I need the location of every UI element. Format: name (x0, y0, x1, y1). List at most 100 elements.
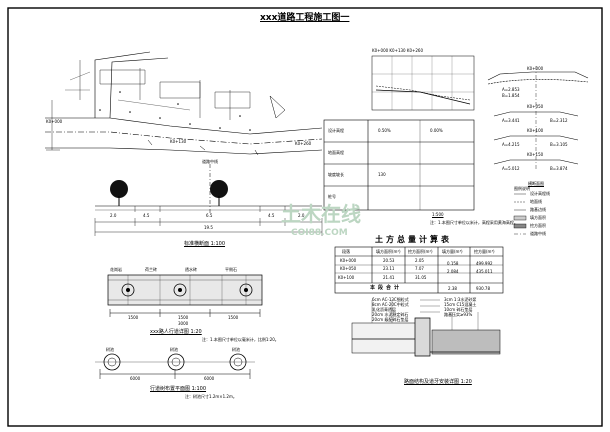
earthwork-total: 2.38 (448, 286, 457, 291)
pavement-detail-scale: 1:20 (460, 379, 472, 385)
tree-icon (110, 180, 128, 206)
cs-a: A=3.441 (502, 118, 520, 123)
cs-b: B=3.105 (550, 142, 568, 147)
pavement-layer: 8cm AC-20C中粒式 (372, 302, 409, 307)
tree-circle-icon (103, 353, 121, 371)
sheet-border (7, 7, 603, 427)
earthwork-table-grid (334, 246, 504, 294)
earthwork-cell: 7.07 (415, 266, 424, 271)
paving-label: 透水砖 (185, 267, 197, 272)
pavement-layer: 路基压实≥93% (444, 312, 473, 317)
profile-table (323, 119, 475, 211)
section-dim: 4.5 (268, 213, 275, 218)
section-dim: 2.0 (110, 213, 117, 218)
tree-pool-scale: 1:100 (191, 386, 207, 392)
tree-pool-icon (239, 283, 253, 297)
earthwork-total-label: 本段合计 (370, 285, 403, 291)
sidewalk-paving-name: xxx路人行道详图 (150, 329, 189, 335)
earthwork-header: 段落 (342, 249, 350, 254)
sidewalk-note: 注：1.本图尺寸单位以毫米计，比例1:20。 (202, 337, 279, 342)
profile-header: K0+000 K0+130 K0+260 (372, 48, 424, 53)
sidewalk-paving-scale: 1:20 (190, 329, 202, 335)
section-dim: 4.5 (143, 213, 150, 218)
paving-dim: 1500 (178, 315, 189, 320)
earthwork-cell: 2.084 (447, 269, 459, 274)
tree-dim: 6000 (130, 376, 141, 381)
earthwork-header: 填方量(m³) (442, 249, 463, 254)
cross-section-sketches (487, 66, 589, 170)
profile-note: 注：1.本图尺寸单位以米计，高程采用黄海高程。 (430, 220, 518, 225)
earthwork-cell: 21.41 (383, 275, 395, 280)
paving-label: 花岗岩 (110, 267, 122, 272)
std-section-name: 标准横断面 (184, 241, 210, 247)
sidewalk-paving-detail (107, 274, 263, 317)
profile-value: 0.50% (378, 128, 391, 133)
tree-circle-icon (229, 353, 247, 371)
profile-value: 130 (378, 172, 386, 177)
section-dim: 6.5 (206, 213, 213, 218)
cs-station: K0+100 (527, 128, 544, 133)
paving-label: 荷兰砖 (145, 267, 157, 272)
plan-dots (99, 91, 251, 131)
earthwork-header: 挖方面积(m²) (408, 249, 433, 254)
pavement-layer: 3cm 1:3水泥砂浆 (444, 297, 477, 302)
cs-b: B=3.874 (550, 166, 568, 171)
earthwork-header: 填方面积(m²) (376, 249, 401, 254)
earthwork-cell: 435.011 (476, 269, 493, 274)
earthwork-header: 挖方量(m³) (474, 249, 495, 254)
earthwork-cell: 20.53 (383, 258, 395, 263)
tree-circle-icon (167, 353, 185, 371)
page-title: xxx道路工程施工图一 (260, 13, 350, 23)
cs-station: K0+050 (527, 104, 544, 109)
tree-label: 树池 (170, 347, 178, 352)
tree-icon (210, 180, 228, 206)
cs-title: 横断面图 (528, 181, 544, 186)
tree-pool-name: 行道树布置平面图 (150, 386, 191, 392)
earthwork-title: 土方总量计算表 (375, 235, 452, 244)
watermark-logo: 土木在线 (281, 202, 361, 226)
cross-section-legend (513, 193, 527, 235)
section-total: 19.5 (204, 225, 213, 230)
earthwork-total: 930.78 (476, 286, 490, 291)
pavement-layer: 20cm 水泥稳定碎石 (372, 312, 409, 317)
pavement-layer: 15cm C15混凝土 (444, 302, 477, 307)
paving-dim: 1500 (128, 315, 139, 320)
pavement-layer: 乳化沥青透层 (372, 307, 396, 312)
cs-station: K0+000 (527, 66, 544, 71)
earthwork-cell: K0+000 (340, 258, 357, 263)
profile-row-label: 桩号 (328, 194, 336, 199)
plan-station-label: K0+260 (295, 141, 312, 146)
earthwork-cell: 499.992 (476, 261, 493, 266)
paving-label: 平侧石 (225, 267, 237, 272)
earthwork-cell: 0.158 (447, 261, 459, 266)
pavement-layer: 10cm 碎石垫层 (444, 307, 473, 312)
tree-pool-plan (95, 361, 255, 379)
legend-title: 图例说明 (514, 186, 530, 191)
profile-row-label: 地面高程 (328, 150, 344, 155)
earthwork-cell: 23.11 (383, 266, 395, 271)
tree-label: 树池 (232, 347, 240, 352)
profile-value: 0.00% (430, 128, 443, 133)
legend-item: 路基边线 (530, 207, 546, 212)
cs-a: A=4.215 (502, 142, 520, 147)
pavement-detail-title: 路面结构及道牙安装详图 1:20 (404, 380, 472, 385)
earthwork-cell: K0+100 (338, 275, 355, 280)
earthwork-cell: 2.05 (415, 258, 424, 263)
earthwork-cell: K0+050 (340, 266, 357, 271)
road-plan-view (45, 51, 323, 156)
road-profile (371, 55, 475, 111)
legend-item: 设计高程线 (530, 191, 550, 196)
paving-dim-total: 3000 (178, 321, 189, 326)
cs-b: B=2.312 (550, 118, 568, 123)
pavement-structure-detail (351, 299, 501, 357)
profile-scale: 1:500 (432, 212, 444, 217)
cs-b: B=1.854 (502, 93, 520, 98)
section-dim: 2.0 (298, 213, 305, 218)
legend-item: 填方面积 (530, 215, 546, 220)
paving-dim: 1500 (228, 315, 239, 320)
tree-pool-icon (121, 283, 135, 297)
tree-pool-title: 行道树布置平面图 1:100 (150, 387, 206, 392)
earthwork-cell: 31.05 (415, 275, 427, 280)
std-section-title: 标准横断面 1:100 (184, 242, 225, 247)
